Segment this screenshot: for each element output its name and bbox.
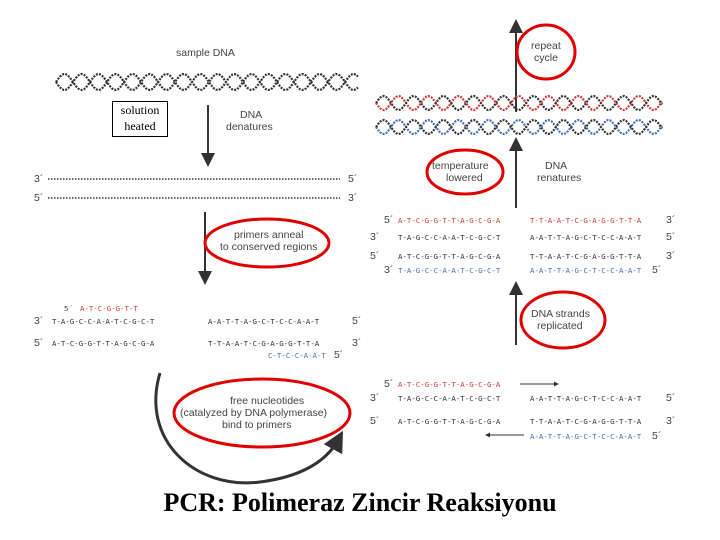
dna-renatures-label-1: DNA — [545, 160, 567, 172]
n3-3-end: 3´ — [666, 415, 675, 427]
dna-strands-label: DNA strands — [531, 308, 590, 320]
n2-5-end: 5´ — [666, 392, 675, 404]
dna-denatures-label-1: DNA — [240, 109, 262, 121]
heated-label: heated — [124, 119, 156, 133]
r3-right-seq: T-T-A-A-T-C-G-A-G-G-T-T-A — [530, 252, 642, 261]
n-tpl2-left-seq: A-T-C-G-G-T-T-A-G-C-G-A — [398, 417, 501, 426]
n-new-top-seq: A-T-C-G-G-T-T-A-G-C-G-A — [398, 380, 501, 389]
replicated-label: replicated — [537, 320, 583, 332]
r1-3-end: 3´ — [666, 214, 675, 226]
r2-left-seq: T-A-G-C-C-A-A-T-C-G-C-T — [398, 233, 501, 242]
r1-5-end: 5´ — [384, 214, 393, 226]
sample-dna-helix — [55, 72, 359, 92]
n3-5-end: 5´ — [370, 415, 379, 427]
strand-b-3-end: 3´ — [348, 192, 357, 204]
r3-5-end: 5´ — [370, 250, 379, 262]
r2-5-end: 5´ — [666, 231, 675, 243]
temperature-label: temperature — [432, 160, 489, 172]
s1-right-seq: A-A-T-T-A-G-C-T-C-C-A-A-T — [208, 317, 320, 326]
free-nucleotides-highlight — [172, 377, 352, 449]
s2-left-seq: A-T-C-G-G-T-T-A-G-C-G-A — [52, 339, 155, 348]
strand-a-3-end: 3´ — [34, 173, 43, 185]
n2-3-end: 3´ — [370, 392, 379, 404]
repeat-helix-red — [375, 94, 663, 112]
extension-curved-arrow — [154, 372, 344, 485]
r4-right-seq: A-A-T-T-A-G-C-T-C-C-A-A-T — [530, 266, 642, 275]
repeat-cycle-highlight — [515, 23, 577, 81]
s1-left-seq: T-A-G-C-C-A-A-T-C-G-C-T — [52, 317, 155, 326]
free-nucleotides-label-3: bind to primers — [222, 419, 291, 431]
lowered-label: lowered — [446, 172, 483, 184]
r2-3-end: 3´ — [370, 231, 379, 243]
primers-anneal-label-2: to conserved regions — [220, 241, 317, 253]
solution-label: solution — [120, 103, 160, 117]
n-new-bottom-seq: A-A-T-T-A-G-C-T-C-C-A-A-T — [530, 432, 642, 441]
primer-top-seq: A-T-C-G-G-T-T — [80, 304, 138, 313]
s2-5-end: 5´ — [34, 337, 43, 349]
r2-right-seq: A-A-T-T-A-G-C-T-C-C-A-A-T — [530, 233, 642, 242]
s1-5-end: 5´ — [352, 315, 361, 327]
helix-strand — [55, 72, 359, 92]
r4-left-seq: T-A-G-C-C-A-A-T-C-G-C-T — [398, 266, 501, 275]
helix-strand — [375, 118, 663, 136]
helix-strand — [375, 118, 663, 136]
n1-5-end: 5´ — [384, 378, 393, 390]
n-tpl1-left-seq: T-A-G-C-C-A-A-T-C-G-C-T — [398, 394, 501, 403]
primers-anneal-highlight — [203, 217, 331, 269]
strand-b-5-end: 5´ — [34, 192, 43, 204]
sample-dna-label: sample DNA — [176, 47, 235, 59]
helix-strand — [375, 94, 663, 112]
temperature-lowered-highlight — [425, 148, 505, 196]
free-nucleotides-label-2: (catalyzed by DNA polymerase) — [180, 407, 327, 419]
page-caption: PCR: Polimeraz Zincir Reaksiyonu — [163, 488, 557, 517]
s2-right-seq: T-T-A-A-T-C-G-A-G-G-T-T-A — [208, 339, 320, 348]
r1-left-seq: A-T-C-G-G-T-T-A-G-C-G-A — [398, 216, 501, 225]
dna-replicated-highlight — [519, 290, 607, 350]
r3-3-end: 3´ — [666, 250, 675, 262]
strand-a-5-end: 5´ — [348, 173, 357, 185]
cycle-label: cycle — [534, 52, 558, 64]
helix-strand — [375, 94, 663, 112]
s2-3-end: 3´ — [352, 337, 361, 349]
repeat-helix-blue — [375, 118, 663, 136]
r1-right-seq: T-T-A-A-T-C-G-A-G-G-T-T-A — [530, 216, 642, 225]
primers-anneal-label-1: primers anneal — [234, 229, 303, 241]
r4-3-end: 3´ — [384, 264, 393, 276]
helix-strand — [55, 72, 359, 92]
dna-denatures-label-2: denatures — [226, 121, 273, 133]
primer-top-5-end: 5´ — [64, 304, 73, 313]
dna-renatures-label-2: renatures — [537, 172, 581, 184]
s1-3-end: 3´ — [34, 315, 43, 327]
r4-5-end: 5´ — [652, 264, 661, 276]
repeat-label: repeat — [531, 40, 561, 52]
n-tpl1-right-seq: A-A-T-T-A-G-C-T-C-C-A-A-T — [530, 394, 642, 403]
free-nucleotides-label-1: free nucleotides — [230, 395, 304, 407]
r3-left-seq: A-T-C-G-G-T-T-A-G-C-G-A — [398, 252, 501, 261]
primer-bottom-5-end: 5´ — [334, 349, 343, 361]
n-tpl2-right-seq: T-T-A-A-T-C-G-A-G-G-T-T-A — [530, 417, 642, 426]
primer-bottom-seq: C-T-C-C-A-A-T — [268, 351, 326, 360]
n4-5-end: 5´ — [652, 430, 661, 442]
solution-heated-label-box: solution heated — [112, 101, 168, 137]
